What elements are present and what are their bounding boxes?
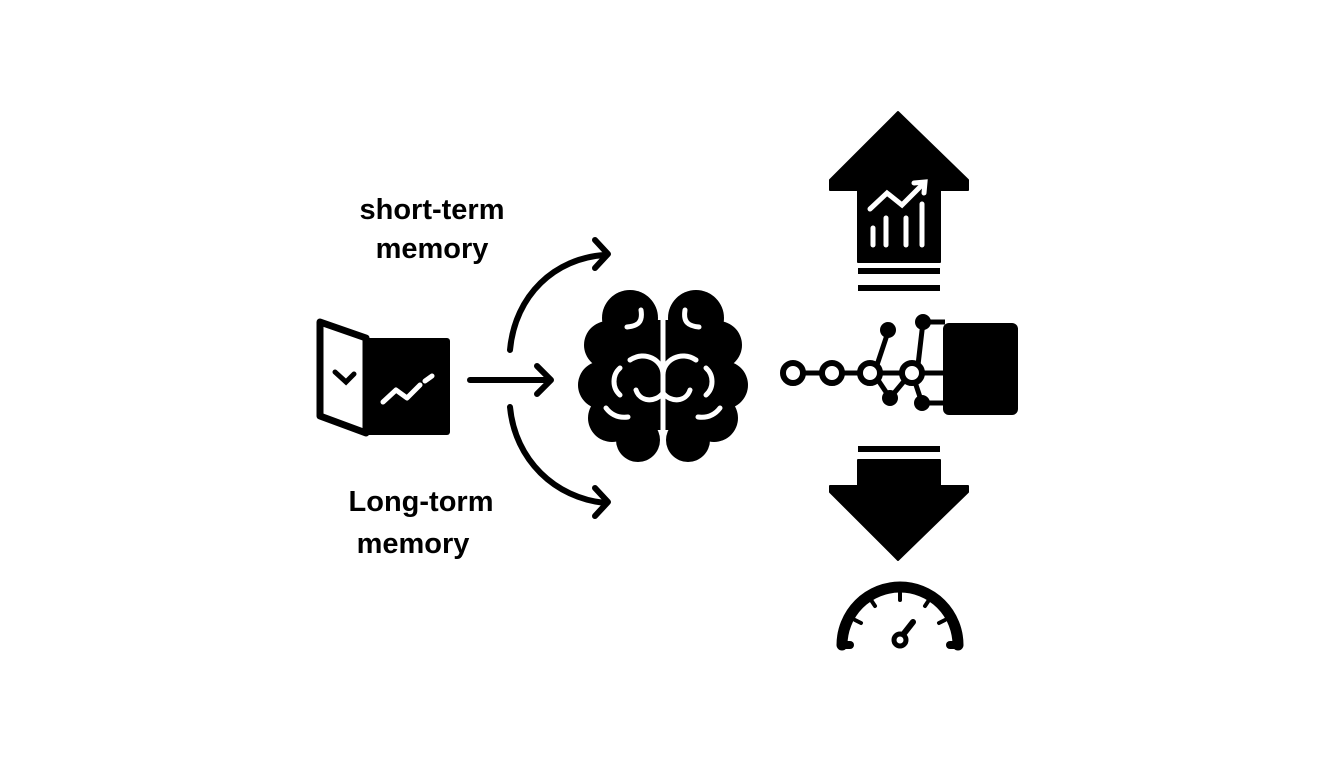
short-term-label-line1: short-term <box>359 194 504 226</box>
brain-icon <box>578 289 748 465</box>
network-nodes-icon <box>780 314 1018 415</box>
short-term-label-line2: memory <box>376 233 489 265</box>
arrow-right-icon <box>467 363 554 397</box>
down-arrow-icon <box>829 446 969 561</box>
open-book-icon <box>316 318 450 437</box>
curved-arrow-down-icon <box>507 404 611 519</box>
curved-arrow-up-icon <box>507 237 611 353</box>
up-arrow-chart-icon <box>829 111 969 291</box>
long-term-label-line1: Long-torm <box>349 486 494 518</box>
speedometer-icon <box>836 581 964 651</box>
long-term-label-line2: memory <box>357 528 470 560</box>
